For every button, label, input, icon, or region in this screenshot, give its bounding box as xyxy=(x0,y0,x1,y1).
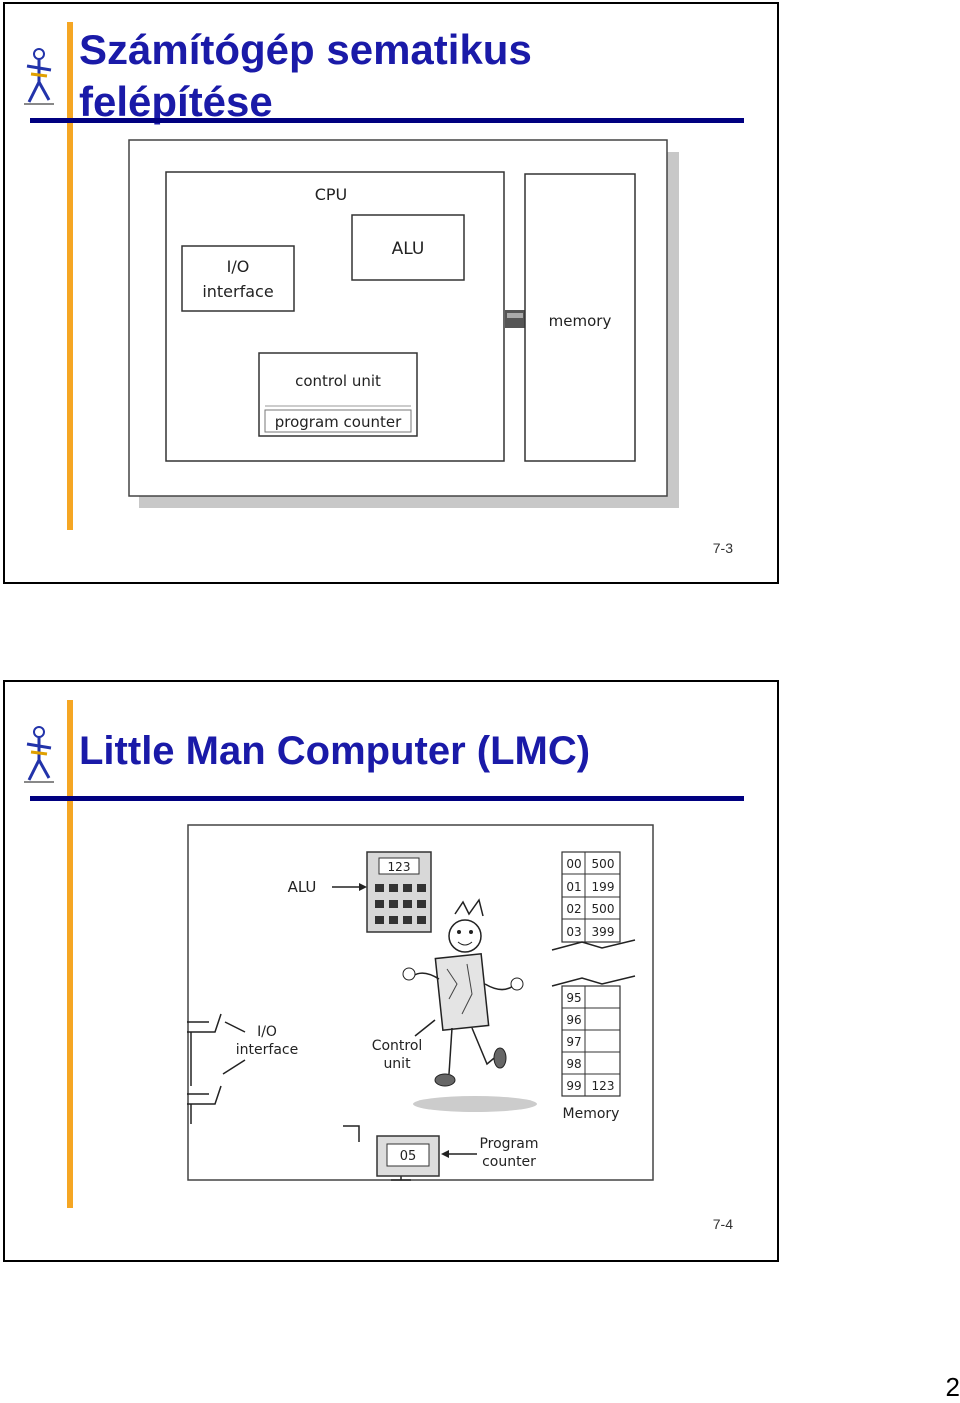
program-counter-value: 05 xyxy=(400,1149,417,1164)
program-counter-box xyxy=(264,409,412,433)
control-unit-label-line1: Control xyxy=(372,1038,423,1054)
title-underline xyxy=(30,118,744,123)
alu-label: ALU xyxy=(392,239,425,259)
slide-number: 7-3 xyxy=(712,540,733,556)
computer-architecture-diagram: CPU ALU I/O interface control unit progr… xyxy=(128,139,679,508)
slide-7-4: Little Man Computer (LMC) ALU 123 I/O in… xyxy=(3,680,779,1262)
memory-address: 02 xyxy=(566,902,581,916)
program-counter-label-line2: counter xyxy=(482,1154,536,1170)
page-number: 2 xyxy=(945,1372,960,1402)
alu-box xyxy=(351,214,465,281)
io-label-line2: interface xyxy=(236,1042,298,1058)
memory-address: 96 xyxy=(566,1013,581,1027)
stick-figure-logo-icon xyxy=(24,726,54,783)
io-trays-icon xyxy=(187,1013,222,1124)
io-label-line2: interface xyxy=(202,282,273,301)
memory-address: 95 xyxy=(566,991,581,1005)
bus-connector xyxy=(505,310,525,328)
memory-value: 199 xyxy=(592,880,615,894)
alu-keypad xyxy=(375,884,426,924)
memory-address: 99 xyxy=(566,1079,581,1093)
stick-figure-logo-icon xyxy=(24,48,54,105)
slide-title: Számítógép sematikus felépítése xyxy=(79,26,532,125)
memory-address: 00 xyxy=(566,857,581,871)
arrow-icon xyxy=(359,883,367,891)
memory-value: 399 xyxy=(592,925,615,939)
slide-7-3: Számítógép sematikus felépítése CPU ALU … xyxy=(3,2,779,584)
memory-address: 03 xyxy=(566,925,581,939)
program-counter-label: program counter xyxy=(275,413,402,431)
accent-bar xyxy=(67,22,73,530)
control-unit-label-line2: unit xyxy=(383,1056,411,1072)
memory-box xyxy=(524,173,636,462)
memory-address: 01 xyxy=(566,880,581,894)
io-label-line1: I/O xyxy=(227,257,250,276)
memory-table xyxy=(551,851,636,1097)
accent-bar xyxy=(67,700,73,1208)
alu-display-value: 123 xyxy=(388,860,411,874)
title-underline xyxy=(30,796,744,801)
memory-value: 500 xyxy=(592,857,615,871)
memory-label: Memory xyxy=(563,1106,620,1122)
alu-label: ALU xyxy=(288,878,317,896)
slide-number: 7-4 xyxy=(712,1216,733,1232)
io-label-line1: I/O xyxy=(257,1024,277,1040)
little-man-icon xyxy=(402,898,537,1112)
arrow-icon xyxy=(441,1150,449,1158)
slide-title: Little Man Computer (LMC) xyxy=(79,729,591,773)
program-counter-label-line1: Program xyxy=(479,1136,538,1152)
io-interface-box xyxy=(181,245,295,312)
memory-address: 97 xyxy=(566,1035,581,1049)
little-man-computer-diagram: ALU 123 I/O interface xyxy=(187,824,654,1181)
memory-label: memory xyxy=(549,312,612,330)
alu-display xyxy=(378,857,420,875)
control-unit-label: control unit xyxy=(295,372,381,390)
memory-address: 98 xyxy=(566,1057,581,1071)
cpu-label: CPU xyxy=(315,185,348,204)
memory-value: 500 xyxy=(592,902,615,916)
memory-value: 123 xyxy=(592,1079,615,1093)
